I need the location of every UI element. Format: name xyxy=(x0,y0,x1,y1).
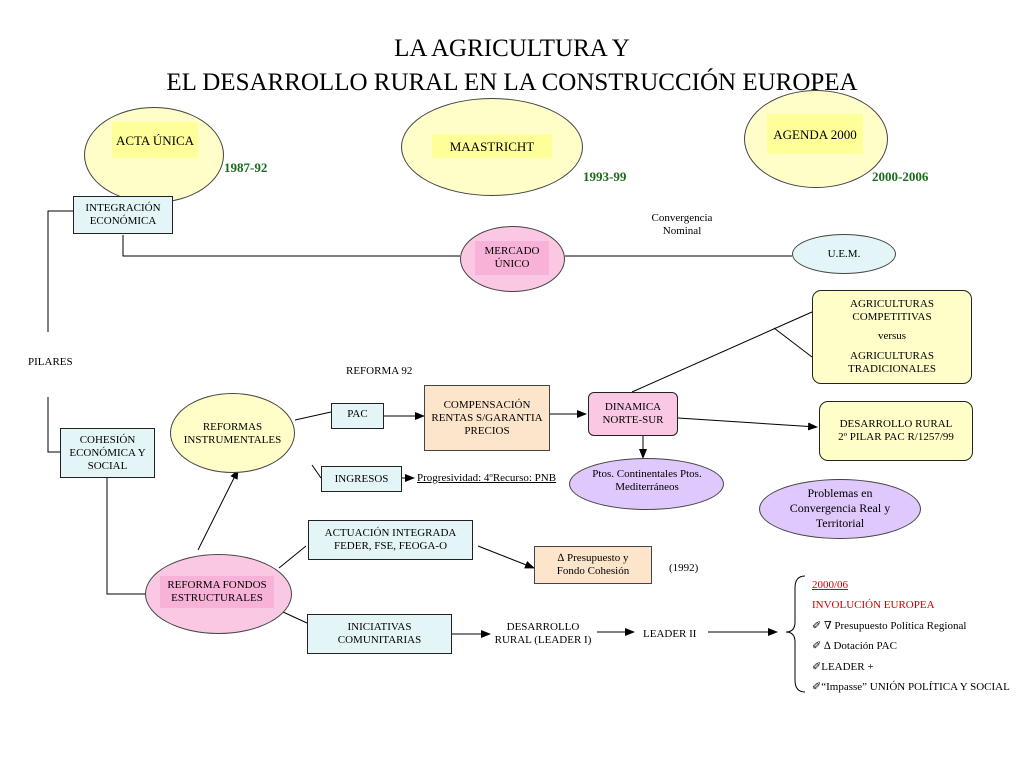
cohesion-economica-box: COHESIÓN ECONÓMICA Y SOCIAL xyxy=(60,428,155,478)
versus-label: versus xyxy=(877,330,907,343)
agenda-2000-label: AGENDA 2000 xyxy=(767,114,863,154)
leader-ii-label: LEADER II xyxy=(643,628,697,640)
ingresos-box: INGRESOS xyxy=(321,466,402,492)
title-line-1: LA AGRICULTURA Y xyxy=(394,35,630,62)
sidebar-item-text: ∆ Dotación PAC xyxy=(823,640,897,652)
integracion-economica-box: INTEGRACIÓN ECONÓMICA xyxy=(73,196,173,234)
uem-label: U.E.M. xyxy=(827,247,861,260)
problemas-convergencia-label: Problemas en Convergencia Real y Territo… xyxy=(789,485,891,530)
progresividad-label: Progresividad: 4ºRecurso: PNB xyxy=(417,472,557,484)
reformas-instrumentales-label: REFORMAS INSTRUMENTALES xyxy=(183,421,282,446)
desarrollo-rural-2-pilar-box: DESARROLLO RURAL 2º PILAR PAC R/1257/99 xyxy=(819,401,973,461)
sidebar-item-text: LEADER + xyxy=(821,661,874,673)
sidebar-item-text: ∇ Presupuesto Política Regional xyxy=(823,620,967,632)
sidebar-heading: INVOLUCIÓN EUROPEA xyxy=(812,599,935,611)
compensacion-rentas-box: COMPENSACIÓN RENTAS S/GARANTIA PRECIOS xyxy=(424,385,550,451)
acta-unica-label: ACTA ÚNICA xyxy=(112,122,198,158)
presupuesto-fondo-cohesion-box: ∆ Presupuesto y Fondo Cohesión xyxy=(534,546,652,584)
maastricht-years: 1993-99 xyxy=(583,169,627,184)
pac-box: PAC xyxy=(331,403,384,429)
reforma-fondos-label: REFORMA FONDOS ESTRUCTURALES xyxy=(160,576,274,608)
agriculturas-box: AGRICULTURAS COMPETITIVAS versus AGRICUL… xyxy=(812,290,972,384)
maastricht-label: MAASTRICHT xyxy=(432,134,552,158)
agenda-2000-years: 2000-2006 xyxy=(872,169,929,184)
pencil-icon: ✐ xyxy=(812,681,822,693)
puertos-label: Ptos. Continentales Ptos. Mediterráneos xyxy=(592,468,702,493)
acta-unica-years: 1987-92 xyxy=(224,160,268,175)
pencil-icon: ✐ xyxy=(812,620,822,632)
pencil-icon: ✐ xyxy=(812,661,822,673)
desarrollo-rural-leader-label: DESARROLLO RURAL (LEADER I) xyxy=(494,621,592,646)
iniciativas-comunitarias-box: INICIATIVAS COMUNITARIAS xyxy=(307,614,452,654)
sidebar-item-text: “Impasse” UNIÓN POLÍTICA Y SOCIAL xyxy=(821,681,1010,693)
sidebar-item-leader-plus: ✐LEADER + xyxy=(812,660,874,674)
agriculturas-competitivas: AGRICULTURAS COMPETITIVAS xyxy=(850,298,934,324)
agriculturas-tradicionales: AGRICULTURAS TRADICIONALES xyxy=(848,349,936,375)
mercado-unico-label: MERCADO ÚNICO xyxy=(475,241,549,275)
problemas-convergencia-ellipse xyxy=(759,479,921,539)
uem-ellipse xyxy=(792,234,896,274)
reforma-92-label: REFORMA 92 xyxy=(346,365,413,377)
convergencia-nominal-label: Convergencia Nominal xyxy=(651,212,713,237)
pencil-icon: ✐ xyxy=(812,640,822,652)
dinamica-norte-sur-box: DINAMICA NORTE-SUR xyxy=(588,392,678,436)
title-line-2: EL DESARROLLO RURAL EN LA CONSTRUCCIÓN E… xyxy=(166,69,858,96)
puertos-ellipse xyxy=(569,458,724,510)
sidebar-date: 2000/06 xyxy=(812,579,849,591)
year-1992-label: (1992) xyxy=(669,562,699,574)
sidebar-item-dotacion: ✐ ∆ Dotación PAC xyxy=(812,639,897,653)
sidebar-item-impasse: ✐“Impasse” UNIÓN POLÍTICA Y SOCIAL xyxy=(812,680,1010,694)
actuacion-integrada-box: ACTUACIÓN INTEGRADA FEDER, FSE, FEOGA-O xyxy=(308,520,473,560)
sidebar-item-presupuesto: ✐ ∇ Presupuesto Política Regional xyxy=(812,619,966,633)
reformas-instrumentales-ellipse xyxy=(170,393,295,473)
maastricht-ellipse xyxy=(401,98,583,196)
pilares-label: PILARES xyxy=(28,356,73,368)
